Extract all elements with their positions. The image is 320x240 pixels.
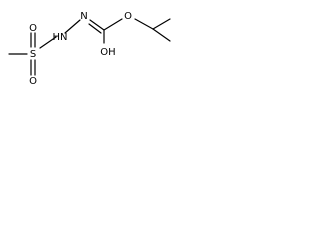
bond-ipr-ch-to-ester-o <box>134 18 154 30</box>
bond-carbonyl-c-to-n1-a <box>89 19 105 31</box>
bond-ipr-ch-to-methyl-top <box>152 18 171 30</box>
atom-label-o-ester: O <box>124 11 132 22</box>
bond-carbonyl-c-to-n1-b <box>88 23 102 34</box>
atom-label-hn: HN <box>53 32 68 43</box>
bond-n2-to-s <box>39 36 57 49</box>
atom-label-n1: N <box>80 11 87 22</box>
chemical-structure-diagram: O OH N HN S O O <box>8 11 171 87</box>
atom-label-o-s-down: O <box>29 76 37 87</box>
bond-n1-to-n2 <box>64 19 81 34</box>
atom-label-oh: OH <box>100 47 115 58</box>
atom-label-s: S <box>30 49 36 60</box>
bond-ipr-ch-to-methyl-bottom <box>152 28 171 42</box>
atom-label-o-s-up: O <box>29 23 37 34</box>
bond-ester-o-to-carbonyl-c <box>103 18 123 31</box>
